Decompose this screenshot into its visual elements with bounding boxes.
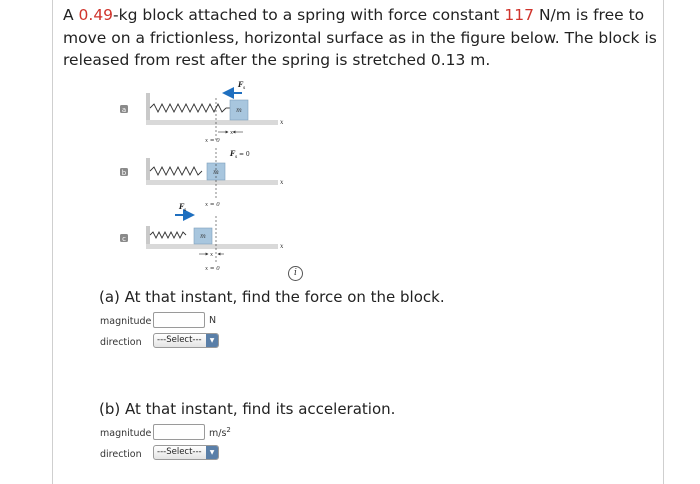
info-icon[interactable]: i (288, 266, 303, 281)
chevron-down-icon: ▼ (206, 446, 218, 459)
spring-block-figure: a m F s x x x = 0 b m F s = 0 x x = 0 c (120, 80, 284, 272)
force-label-b: F (229, 149, 236, 158)
x-axis-label-b: x (280, 179, 284, 186)
block-a (229, 99, 249, 121)
panel-b-label: b (122, 169, 127, 177)
panel-a-badge (120, 105, 128, 113)
force-label-c: F (178, 202, 185, 211)
spring-c (149, 230, 187, 240)
block-c (193, 227, 213, 245)
ground-b (146, 180, 278, 185)
part-a-unit: N (209, 315, 217, 326)
panel-c-badge (120, 234, 128, 242)
x-zero-label-c: x = 0 (205, 266, 220, 272)
force-sub-a: s (243, 86, 246, 91)
panel-c-label: c (122, 235, 126, 243)
block-a-label: m (236, 107, 242, 114)
wall-a (146, 93, 150, 123)
panel-a-label: a (122, 106, 126, 114)
force-sub-c: s (184, 208, 187, 213)
spring-b (149, 165, 203, 177)
displacement-label-a: x (230, 130, 234, 136)
force-label-a: F (237, 80, 244, 89)
content-frame (52, 0, 664, 484)
part-b-magnitude-input[interactable] (153, 424, 205, 440)
x-axis-label-a: x (280, 119, 284, 126)
part-a-question: (a) At that instant, find the force on t… (99, 288, 445, 306)
part-b-unit: m/s2 (209, 426, 231, 439)
problem-statement: A 0.49-kg block attached to a spring wit… (63, 4, 663, 72)
part-b-direction-select[interactable]: ---Select--- ▼ (153, 445, 219, 460)
wall-b (146, 158, 150, 184)
x-axis-label-c: x (280, 243, 284, 250)
force-zero-b: = 0 (239, 151, 250, 158)
part-b-unit-exponent: 2 (226, 426, 231, 434)
panel-a: a m F s x x x = 0 (120, 80, 284, 144)
panel-c: c m F s x x x = 0 (120, 202, 284, 272)
panel-b-badge (120, 168, 128, 176)
block-c-label: m (200, 233, 206, 240)
x-zero-label-b: x = 0 (205, 202, 220, 208)
ground-c (146, 244, 278, 249)
part-a-select-value: ---Select--- (157, 335, 202, 345)
chevron-down-icon: ▼ (206, 334, 218, 347)
ground-a (146, 120, 278, 125)
spring-constant-value: 117 (504, 6, 535, 24)
part-b-direction-label: direction (100, 449, 142, 460)
part-a-magnitude-input[interactable] (153, 312, 205, 328)
part-b-unit-base: m/s (209, 428, 227, 440)
part-b-question: (b) At that instant, find its accelerati… (99, 400, 396, 418)
problem-text-1: A (63, 6, 79, 24)
mass-value: 0.49 (78, 6, 114, 24)
part-a-direction-label: direction (100, 337, 142, 348)
panel-b: b m F s = 0 x x = 0 (120, 148, 284, 208)
force-sub-b: s (235, 155, 238, 160)
part-b-select-value: ---Select--- (157, 447, 202, 457)
part-a-direction-select[interactable]: ---Select--- ▼ (153, 333, 219, 348)
x-zero-label-a: x = 0 (205, 138, 220, 144)
spring-a (149, 102, 227, 114)
problem-text-2: -kg block attached to a spring with forc… (113, 6, 505, 24)
part-b-magnitude-label: magnitude (100, 428, 152, 439)
wall-c (146, 226, 150, 248)
displacement-label-c: x (210, 252, 214, 258)
problem-text-3: N/m is free to move on a frictionless, h… (63, 6, 657, 69)
part-a-magnitude-label: magnitude (100, 316, 152, 327)
